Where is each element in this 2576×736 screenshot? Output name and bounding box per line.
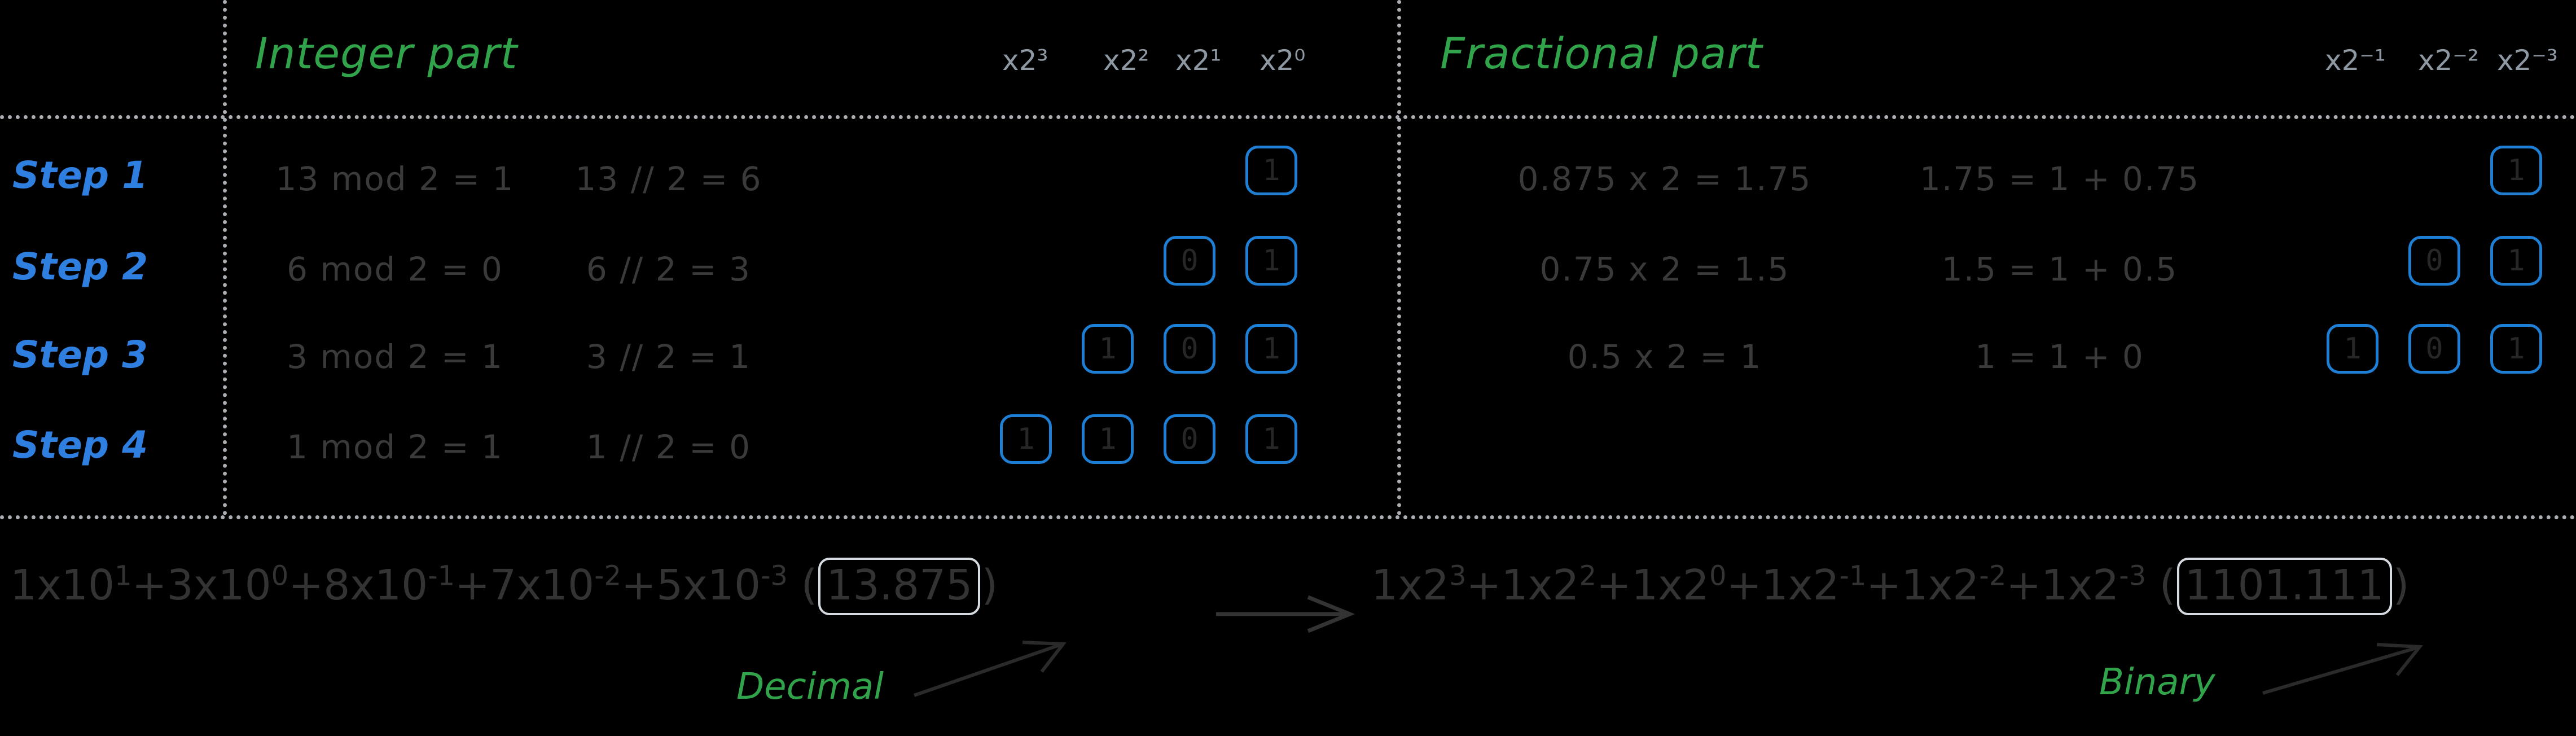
power-header-int-0: x2³: [1002, 44, 1048, 77]
decimal-term-0: 1x101: [10, 560, 132, 610]
integer-bit-cell: 0: [1164, 324, 1215, 374]
fractional-bit-cell: 1: [2327, 324, 2378, 374]
power-header-int-2: x2¹: [1175, 44, 1222, 77]
fractional-bit-cell: 1: [2490, 236, 2542, 286]
integer-bit-cell: 1: [1245, 324, 1297, 374]
fractional-mul-equation-3: 0.5 x 2 = 1: [1567, 338, 1762, 376]
integer-bit-cell: 0: [1164, 414, 1215, 464]
decimal-open-paren: (: [787, 561, 818, 610]
binary-term-1: +1x22: [1466, 560, 1597, 610]
integer-div-equation-3: 3 // 2 = 1: [586, 338, 752, 376]
integer-mod-equation-2: 6 mod 2 = 0: [287, 250, 503, 288]
power-header-int-1: x2²: [1103, 44, 1149, 77]
decimal-expansion: 1x101+3x100+8x10-1+7x10-2+5x10-3 (13.875…: [10, 558, 998, 615]
decimal-term-3: +7x10-2: [455, 560, 622, 610]
fractional-bit-cell: 1: [2490, 146, 2542, 195]
vertical-divider-left: [223, 0, 227, 515]
integer-bit-cell: 1: [1000, 414, 1052, 464]
integer-mod-equation-1: 13 mod 2 = 1: [275, 160, 515, 198]
step-label-1: Step 1: [12, 154, 148, 197]
step-label-2: Step 2: [12, 245, 148, 288]
decimal-close-paren: ): [981, 561, 998, 610]
section-title-fractional-part: Fractional part: [1440, 28, 1763, 78]
integer-mod-equation-3: 3 mod 2 = 1: [287, 338, 503, 376]
fractional-mul-equation-1: 0.875 x 2 = 1.75: [1517, 160, 1812, 198]
fractional-mul-equation-2: 0.75 x 2 = 1.5: [1539, 250, 1790, 288]
integer-bit-cell: 1: [1245, 414, 1297, 464]
fractional-split-equation-3: 1 = 1 + 0: [1975, 338, 2144, 376]
integer-div-equation-1: 13 // 2 = 6: [575, 160, 762, 198]
section-title-integer-part: Integer part: [255, 28, 518, 78]
integer-div-equation-4: 1 // 2 = 0: [586, 428, 752, 466]
binary-close-paren: ): [2393, 561, 2410, 610]
binary-open-paren: (: [2146, 561, 2176, 610]
binary-term-2: +1x20: [1596, 560, 1727, 610]
decimal-term-2: +8x10-1: [288, 560, 455, 610]
decimal-result-value: 13.875: [818, 558, 981, 615]
integer-bit-cell: 1: [1082, 414, 1134, 464]
conversion-arrow-icon: [1216, 595, 1355, 633]
binary-term-3: +1x2-1: [1726, 560, 1867, 610]
power-header-frac-0: x2⁻¹: [2325, 44, 2386, 77]
fractional-split-equation-2: 1.5 = 1 + 0.5: [1941, 250, 2178, 288]
label-decimal: Decimal: [736, 666, 884, 708]
binary-pointer-arrow-icon: [2262, 643, 2423, 695]
fractional-bit-cell: 1: [2490, 324, 2542, 374]
binary-term-0: 1x23: [1371, 560, 1467, 610]
step-label-4: Step 4: [12, 423, 148, 467]
integer-div-equation-2: 6 // 2 = 3: [586, 250, 752, 288]
decimal-pointer-arrow-icon: [914, 641, 1067, 697]
binary-term-4: +1x2-2: [1866, 560, 2007, 610]
fractional-bit-cell: 0: [2408, 236, 2460, 286]
horizontal-divider-bottom: [0, 515, 2576, 519]
power-header-frac-1: x2⁻²: [2418, 44, 2479, 77]
power-header-frac-2: x2⁻³: [2497, 44, 2558, 77]
label-binary: Binary: [2099, 661, 2215, 703]
power-header-int-3: x2⁰: [1260, 44, 1306, 77]
integer-mod-equation-4: 1 mod 2 = 1: [287, 428, 503, 466]
integer-bit-cell: 1: [1082, 324, 1134, 374]
integer-bit-cell: 1: [1245, 146, 1297, 195]
binary-result-value: 1101.111: [2176, 558, 2392, 615]
integer-bit-cell: 1: [1245, 236, 1297, 286]
binary-term-5: +1x2-3: [2006, 560, 2147, 610]
decimal-term-1: +3x100: [131, 560, 289, 610]
fractional-split-equation-1: 1.75 = 1 + 0.75: [1919, 160, 2200, 198]
horizontal-divider-top: [0, 115, 2576, 119]
step-label-3: Step 3: [12, 333, 148, 376]
vertical-divider-middle: [1397, 0, 1401, 515]
binary-expansion: 1x23+1x22+1x20+1x2-1+1x2-2+1x2-3 (1101.1…: [1371, 558, 2409, 615]
integer-bit-cell: 0: [1164, 236, 1215, 286]
fractional-bit-cell: 0: [2408, 324, 2460, 374]
decimal-term-4: +5x10-3: [621, 560, 788, 610]
